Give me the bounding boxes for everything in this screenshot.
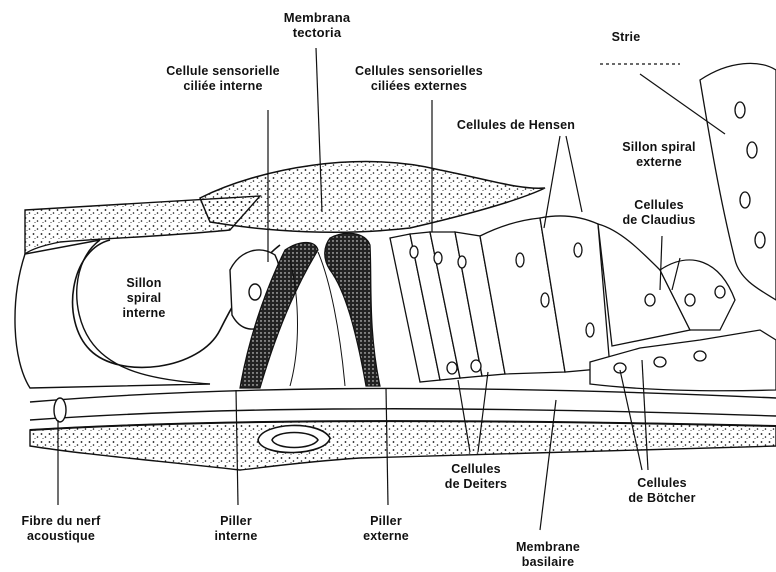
nerve-fibre-shape (54, 398, 66, 422)
label-cellules-hensen: Cellules de Hensen (446, 118, 586, 133)
membrana-tectoria-shape (200, 162, 545, 233)
cellules-claudius-shape (598, 224, 735, 346)
label-strie: Strie (596, 30, 656, 45)
piller-externe-shape (325, 233, 380, 386)
vessel-loop (258, 425, 330, 452)
membrane-basilaire-shape (30, 388, 776, 470)
